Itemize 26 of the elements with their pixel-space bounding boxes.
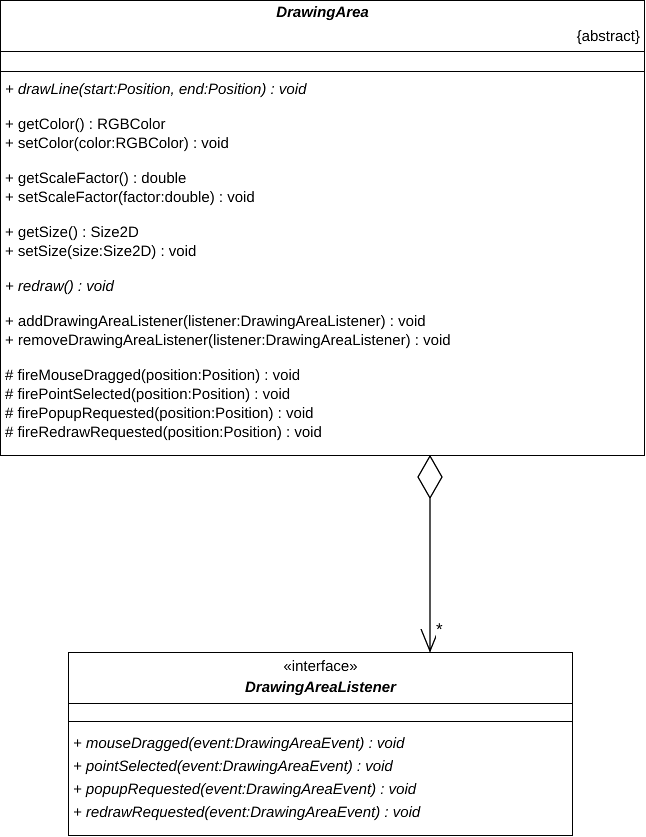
operation-text: + setScaleFactor(factor:double) : void	[5, 189, 255, 207]
operation-text: # fireRedrawRequested(position:Position) : void	[5, 424, 322, 442]
operation-text: + mouseDragged(event:DrawingAreaEvent) : void	[73, 735, 404, 753]
operation-text: + redraw() : void	[5, 278, 114, 296]
operation-text: + popupRequested(event:DrawingAreaEvent) : void	[73, 781, 416, 799]
operation-text: + pointSelected(event:DrawingAreaEvent) : void	[73, 758, 393, 776]
operation-text: + addDrawingAreaListener(listener:DrawingAreaListener) : void	[5, 313, 426, 331]
multiplicity-label: *	[436, 622, 443, 638]
operation-text: + getSize() : Size2D	[5, 224, 139, 242]
operation-text: # firePopupRequested(position:Position) : void	[5, 405, 314, 423]
operation-text: # firePointSelected(position:Position) : void	[5, 386, 290, 404]
class-name: DrawingArea	[276, 4, 369, 22]
operation-text: # fireMouseDragged(position:Position) : void	[5, 367, 300, 385]
operation-text: + setColor(color:RGBColor) : void	[5, 135, 229, 153]
operation-text: + setSize(size:Size2D) : void	[5, 243, 196, 261]
operation-text: + removeDrawingAreaListener(listener:DrawingAreaListener) : void	[5, 332, 451, 350]
stereotype-label: «interface»	[283, 658, 358, 676]
interface-name: DrawingAreaListener	[245, 679, 396, 697]
aggregation-arrow	[417, 455, 443, 652]
operation-text: + redrawRequested(event:DrawingAreaEvent) : void	[73, 804, 420, 822]
class-box	[0, 0, 645, 456]
abstract-tag: {abstract}	[576, 28, 640, 46]
operation-text: + drawLine(start:Position, end:Position) : void	[5, 81, 306, 99]
class-box	[68, 652, 573, 836]
operation-text: + getColor() : RGBColor	[5, 116, 166, 134]
operation-text: + getScaleFactor() : double	[5, 170, 186, 188]
